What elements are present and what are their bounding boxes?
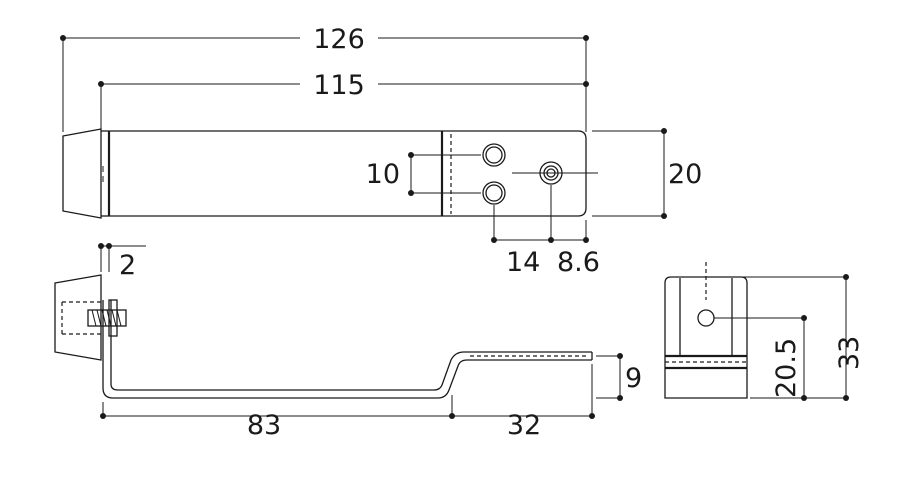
dim-label-20.5: 20.5: [771, 338, 802, 398]
dimension-83-32: 83 32: [100, 364, 595, 441]
dim-label-115: 115: [313, 70, 365, 101]
end-view: 20.5 33: [664, 262, 865, 401]
dim-label-8.6: 8.6: [557, 247, 600, 278]
dimension-126: 126: [60, 24, 589, 132]
dimension-115: 115: [98, 70, 589, 130]
dim-label-10: 10: [366, 159, 400, 190]
dim-label-2: 2: [119, 250, 136, 281]
dim-label-126: 126: [313, 24, 365, 55]
screw: [87, 299, 127, 337]
dim-label-83: 83: [247, 410, 281, 441]
dimension-20.5: 20.5: [750, 315, 846, 401]
dimension-14-8.6: 14 8.6: [491, 185, 600, 278]
dimension-10: 10: [366, 152, 481, 196]
stopper-cap-top: [62, 128, 109, 219]
dim-label-9: 9: [625, 363, 642, 394]
bracket-side: [102, 300, 593, 399]
dimension-2: 2: [98, 243, 146, 281]
dimension-20: 20: [592, 128, 702, 219]
dim-label-20: 20: [668, 159, 702, 190]
mounting-holes: [482, 143, 598, 205]
top-view: 126 115: [60, 24, 702, 278]
stopper-cap-side: [54, 274, 102, 361]
dimension-33: 33: [706, 274, 865, 401]
side-view: 2: [54, 243, 642, 441]
dimension-9: 9: [596, 353, 642, 401]
dim-label-14: 14: [506, 247, 540, 278]
dim-label-32: 32: [507, 410, 541, 441]
dim-label-33: 33: [834, 336, 865, 370]
